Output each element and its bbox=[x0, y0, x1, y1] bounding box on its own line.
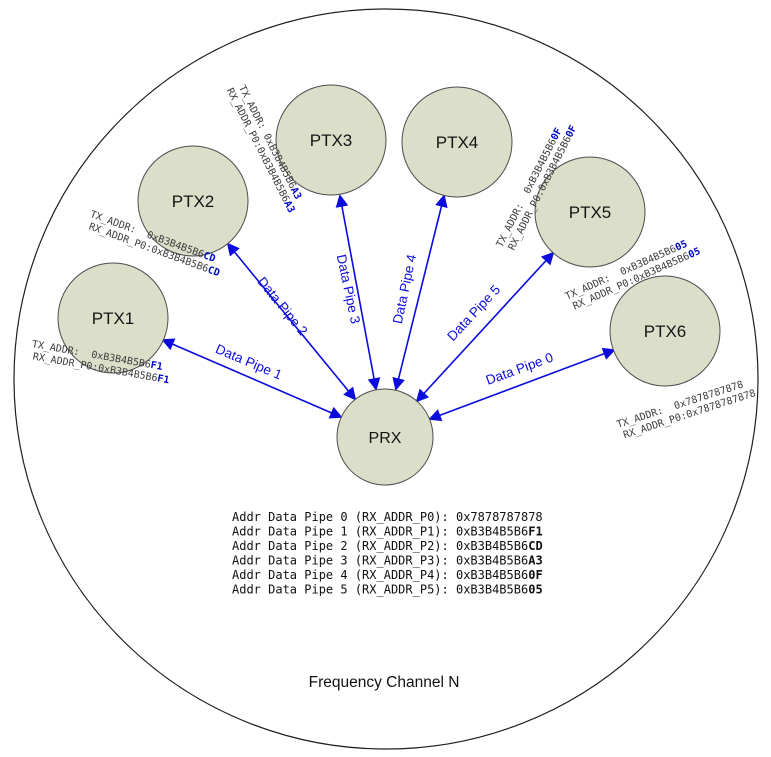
ptx4-label: PTX4 bbox=[436, 133, 479, 152]
frequency-channel-boundary bbox=[13, 8, 759, 750]
pipe-label-5: Data Pipe 5 bbox=[444, 282, 503, 344]
address-row-5: Addr Data Pipe 5 (RX_ADDR_P5): 0xB3B4B5B… bbox=[232, 583, 543, 597]
address-row-4: Addr Data Pipe 4 (RX_ADDR_P4): 0xB3B4B5B… bbox=[232, 568, 543, 582]
prx-node: PRX bbox=[336, 388, 434, 486]
pipe-arrow-2 bbox=[226, 242, 357, 401]
ptx4-node: PTX4 bbox=[401, 86, 513, 198]
pipe-arrow-0 bbox=[428, 347, 616, 422]
pipe-arrow-1 bbox=[161, 338, 343, 419]
ptx5-circle bbox=[534, 156, 646, 268]
ptx6-node: PTX6 bbox=[609, 275, 721, 387]
pipe-label-0: Data Pipe 0 bbox=[484, 350, 555, 388]
pipe-arrow-3 bbox=[335, 194, 381, 391]
ptx2-circle bbox=[137, 145, 249, 257]
ptx1-circle bbox=[57, 262, 169, 374]
pipe-label-2: Data Pipe 2 bbox=[254, 274, 310, 338]
ptx3-node: PTX3 bbox=[275, 84, 387, 196]
ptx4-circle bbox=[401, 86, 513, 198]
ptx6-circle bbox=[609, 275, 721, 387]
ptx1-node: PTX1 bbox=[57, 262, 169, 374]
address-row-3: Addr Data Pipe 3 (RX_ADDR_P3): 0xB3B4B5B… bbox=[232, 554, 543, 568]
pipe-label-3: Data Pipe 3 bbox=[334, 253, 363, 325]
ptx5-label: PTX5 bbox=[569, 203, 612, 222]
prx-circle bbox=[336, 388, 434, 486]
address-row-0: Addr Data Pipe 0 (RX_ADDR_P0): 0x7878787… bbox=[232, 510, 543, 524]
ptx2-node: PTX2 bbox=[137, 145, 249, 257]
ptx6-label: PTX6 bbox=[644, 322, 687, 341]
ptx3-circle bbox=[275, 84, 387, 196]
ptx5-node: PTX5 bbox=[534, 156, 646, 268]
prx-label: PRX bbox=[369, 430, 402, 447]
ptx6-address-label: TX_ADDR: 0x7878787878 RX_ADDR_P0:0x78787… bbox=[616, 379, 758, 441]
address-table: Addr Data Pipe 0 (RX_ADDR_P0): 0x7878787… bbox=[232, 510, 543, 597]
address-row-1: Addr Data Pipe 1 (RX_ADDR_P1): 0xB3B4B5B… bbox=[232, 525, 543, 539]
address-row-2: Addr Data Pipe 2 (RX_ADDR_P2): 0xB3B4B5B… bbox=[232, 539, 543, 553]
ptx1-label: PTX1 bbox=[92, 309, 135, 328]
ptx3-label: PTX3 bbox=[310, 131, 353, 150]
frequency-channel-label: Frequency Channel N bbox=[309, 674, 460, 691]
ptx2-label: PTX2 bbox=[172, 192, 215, 211]
